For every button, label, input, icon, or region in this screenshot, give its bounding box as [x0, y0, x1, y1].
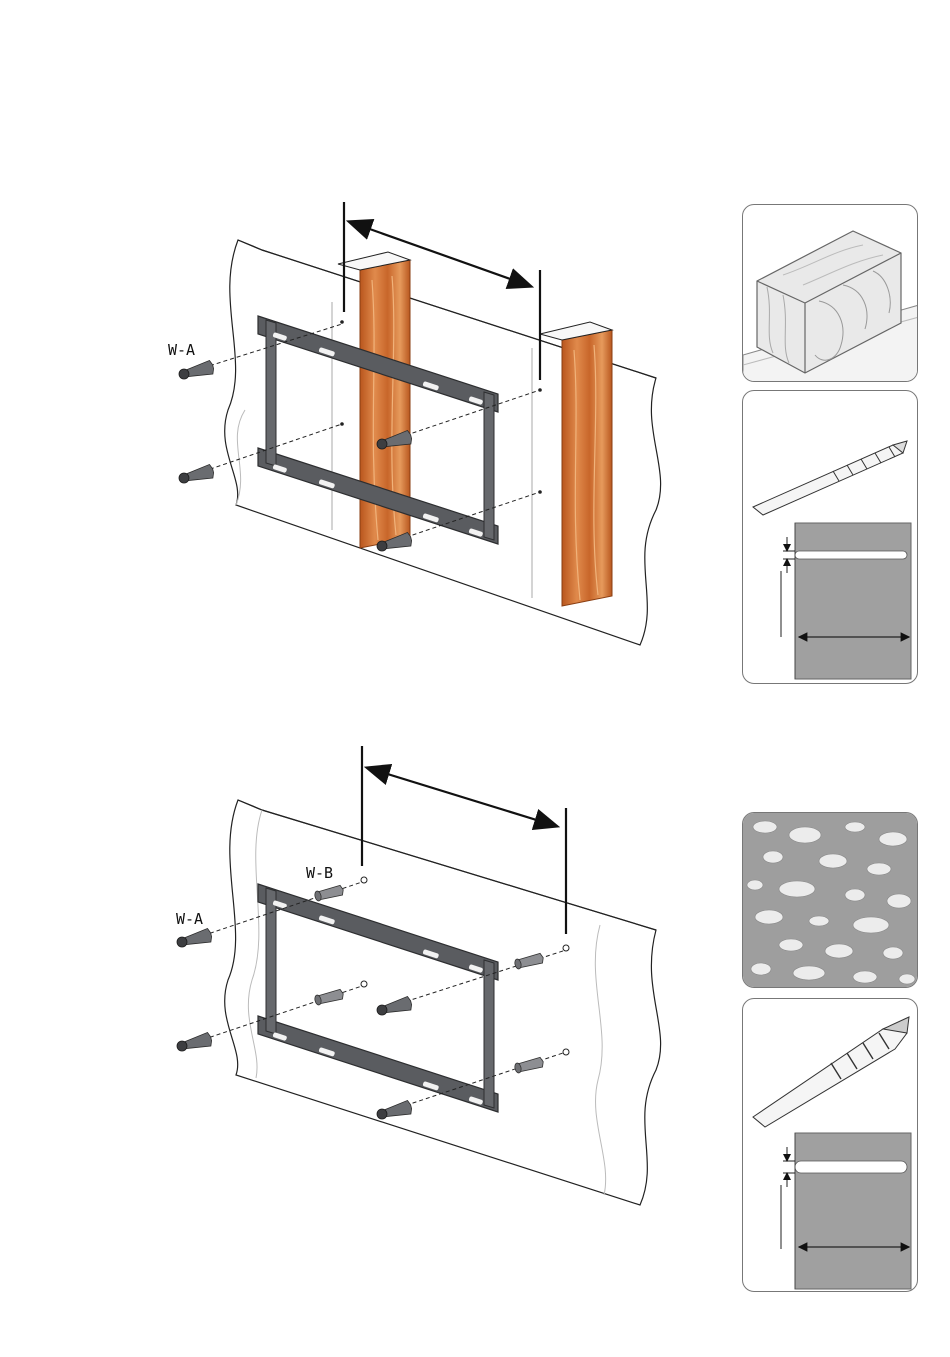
wood-drill-panel — [742, 390, 918, 684]
wood-block-icon — [743, 205, 918, 382]
masonry-drill-bit-icon — [743, 999, 918, 1292]
wood-drill-bit-icon — [743, 391, 918, 684]
concrete-texture-icon — [743, 813, 918, 988]
screw-icon — [179, 360, 215, 381]
screw-label-w-a: W-A — [168, 341, 195, 359]
wood-stud-panel — [742, 204, 918, 382]
screw-icon — [177, 928, 213, 949]
concrete-slab — [225, 800, 661, 1205]
screw-label-w-a: W-A — [176, 910, 203, 928]
anchor-label-w-b: W-B — [306, 864, 333, 882]
masonry-drill-panel — [742, 998, 918, 1292]
figure-concrete-mount — [177, 746, 661, 1205]
figure-wood-stud-mount — [179, 202, 661, 645]
concrete-panel — [742, 812, 918, 988]
screw-icon — [177, 1032, 213, 1053]
hole-spacing-arrow — [368, 768, 556, 826]
screw-icon — [179, 464, 215, 485]
